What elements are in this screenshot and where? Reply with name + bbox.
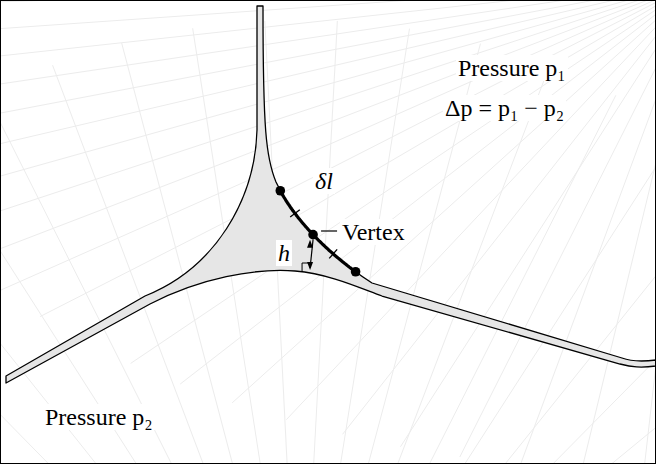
ray bbox=[131, 0, 656, 363]
pressure-difference: Δp = p₁ − p₂ bbox=[443, 95, 566, 121]
ray bbox=[300, 275, 656, 464]
ray bbox=[0, 0, 656, 142]
ray bbox=[0, 0, 656, 109]
ray bbox=[0, 394, 300, 464]
region-label: Pressure p₁ bbox=[456, 55, 568, 81]
point-dot bbox=[308, 230, 318, 240]
height-label: h bbox=[276, 240, 292, 266]
ray bbox=[0, 332, 300, 464]
plateau-border bbox=[6, 6, 656, 383]
segment-tick bbox=[290, 210, 300, 217]
region-label: Pressure p₂ bbox=[43, 404, 155, 430]
ray bbox=[0, 0, 656, 205]
vertex-label: Vertex bbox=[340, 219, 407, 245]
ray bbox=[643, 0, 656, 464]
ray bbox=[300, 131, 656, 464]
length-label: δl bbox=[313, 168, 335, 194]
ray bbox=[0, 0, 656, 291]
ray bbox=[0, 0, 656, 8]
ray bbox=[0, 0, 656, 42]
ray bbox=[300, 396, 656, 464]
ray bbox=[343, 0, 656, 434]
ray bbox=[0, 0, 656, 174]
point-dot bbox=[275, 186, 285, 196]
arrow-head bbox=[307, 240, 313, 248]
right-angle-mark bbox=[302, 263, 310, 271]
ray bbox=[0, 0, 656, 263]
point-dot bbox=[351, 267, 361, 277]
ray bbox=[582, 0, 656, 464]
leader-line bbox=[321, 230, 337, 231]
segment-tick bbox=[329, 249, 337, 258]
